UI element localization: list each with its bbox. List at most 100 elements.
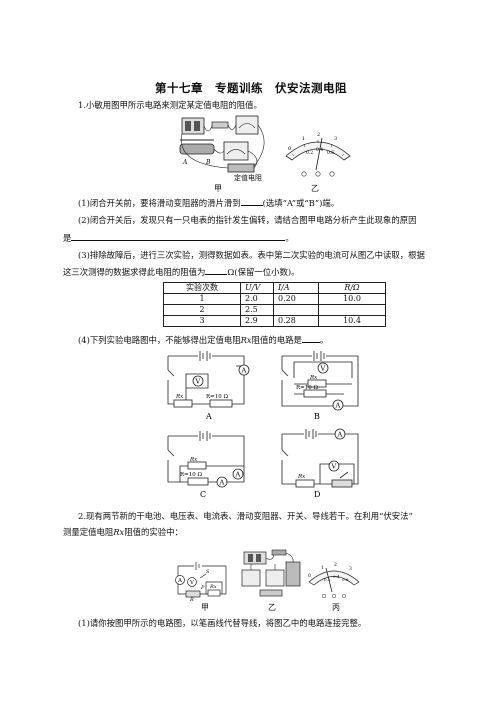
battery-cell — [185, 121, 191, 131]
battery-cell — [194, 121, 200, 131]
q1-figure-jia: A B — [179, 115, 265, 173]
scale-label: 2 — [317, 132, 320, 138]
q2-fig-yi-caption: 乙 — [268, 603, 276, 612]
r-resistor — [209, 399, 233, 408]
voltmeter-symbol — [317, 362, 329, 374]
figure-label: P — [200, 585, 205, 591]
circuit-label: V — [320, 365, 326, 373]
scale-label: 0 — [288, 146, 291, 152]
voltmeter-symbol — [187, 577, 197, 587]
scale-label: 0.4 — [333, 574, 340, 579]
answer-blank[interactable] — [71, 231, 286, 241]
q1-resistor-label: 定值电阻 — [234, 174, 262, 182]
answer-blank[interactable] — [205, 265, 228, 275]
terminal — [315, 171, 321, 177]
meter-scale-arc — [285, 141, 351, 161]
fixed-resistor — [259, 589, 283, 597]
circuit-label: R=10 Ω — [206, 394, 228, 400]
terminal — [341, 593, 347, 599]
q2-stem-line1: 2.现有两节新的干电池、电压表、电流表、滑动变阻器、开关、导线若干。在利用“伏安… — [78, 511, 413, 521]
q1-fig-jia-caption: 甲 — [214, 184, 222, 193]
circuit-caption: B — [314, 412, 320, 421]
circuit-label: Rx — [297, 474, 306, 480]
rx-resistor — [187, 461, 207, 470]
terminal — [301, 171, 307, 177]
rheostat-symbol — [185, 590, 201, 598]
voltmeter — [235, 115, 259, 135]
q2-part1: (1)请你按图甲所示的电路图，以笔画线代替导线，将图乙中的电路连接完整。 — [78, 618, 367, 628]
q1-part2-text: 是 — [63, 233, 72, 243]
ammeter-symbol — [216, 476, 228, 488]
label-a: A — [182, 159, 188, 166]
circuit-label: A — [219, 479, 225, 487]
table-header: R/Ω — [318, 282, 386, 294]
terminal — [329, 171, 335, 177]
ammeter-symbol — [334, 428, 346, 440]
scale-label: 1 — [321, 565, 324, 571]
table-cell: 2 — [163, 304, 241, 316]
scale-label: 0.2 — [324, 577, 331, 582]
answer-blank[interactable] — [301, 333, 320, 343]
scale-label: 0.6 — [342, 577, 349, 582]
circuit-label: V — [195, 378, 201, 386]
table-header: I/A — [273, 282, 319, 294]
q2-fig-jia-caption: 甲 — [201, 603, 209, 612]
r-resistor — [187, 477, 209, 486]
circuit-label: A — [241, 367, 247, 375]
switch — [211, 121, 229, 129]
q2-stem-text-end: 阻值的实验中： — [124, 527, 183, 537]
q1-stem: 1.小敏用图甲所示电路来测定某定值电阻的阻值。 — [78, 100, 262, 110]
q2-figure-yi — [241, 549, 301, 597]
table-cell: 2.0 — [240, 293, 274, 305]
circuit-label: V — [331, 463, 337, 471]
ammeter-symbol — [175, 575, 185, 585]
circuit-label: Rx — [309, 375, 318, 381]
circuit-caption: C — [200, 490, 206, 499]
scale-label: 0.2 — [306, 150, 313, 156]
table-cell[interactable] — [273, 304, 319, 316]
ammeter — [241, 569, 261, 587]
rx-resistor — [207, 589, 221, 597]
q1-part1-text-end: (选填“A”或“B”)端。 — [262, 198, 340, 208]
q1-part3-text: 这三次测得的数据求得此电阻的阻值为 — [63, 267, 206, 277]
q1-part4: (4)下列实验电路图中，不能够得出定值电阻Rx阻值的电路是。 — [78, 333, 328, 346]
q1-part4-text-mid: 阻值的电路是 — [251, 335, 302, 345]
q2-stem-line2: 测量定值电阻Rx阻值的实验中： — [63, 526, 183, 538]
ammeter-symbol — [238, 364, 250, 376]
terminal — [321, 593, 327, 599]
q2-figure-bing: 0 1 2 3 0.2 0.4 0.6 — [308, 562, 360, 599]
table-cell: 0.20 — [273, 293, 319, 305]
voltmeter-symbol — [328, 460, 340, 472]
table-header-row: 实验次数 U/V I/A R/Ω — [163, 282, 386, 294]
terminal — [331, 593, 337, 599]
voltmeter — [265, 569, 285, 587]
meter-scale-arc — [308, 570, 360, 586]
table-row: 1 2.0 0.20 10.0 — [163, 293, 386, 305]
q2-figure-jia: A V S P Rx R — [175, 562, 227, 602]
figure-label: V — [189, 580, 195, 586]
table-cell: 10.4 — [318, 315, 386, 327]
circuit-label: Rx — [175, 394, 184, 400]
rx-resistor — [307, 379, 327, 388]
rheostat-symbol — [331, 479, 353, 488]
figure-label: A — [177, 578, 183, 584]
rx-resistor — [173, 399, 193, 408]
circuit-c: A A Rx R=10 Ω C — [167, 431, 245, 499]
table-cell[interactable] — [318, 304, 386, 316]
figure-label: S — [206, 569, 210, 575]
circuit-label: R=10 Ω — [296, 385, 318, 391]
answer-blank[interactable] — [240, 196, 263, 206]
rx-symbol: Rx — [240, 335, 252, 345]
q1-part2-end: 。 — [285, 233, 294, 243]
q2-stem-text: 测量定值电阻 — [63, 527, 114, 537]
table-row: 2 2.5 — [163, 304, 386, 316]
table-row: 3 2.9 0.28 10.4 — [163, 315, 386, 327]
ammeter — [223, 141, 249, 161]
scale-label: 0.6 — [327, 150, 334, 156]
circuit-caption: D — [314, 490, 320, 499]
voltmeter-symbol — [192, 375, 204, 387]
ammeter-symbol — [332, 399, 344, 411]
q1-part3-line1: (3)排除故障后，进行三次实验，测得数据如表。表中第二次实验的电流可从图乙中读取… — [78, 250, 425, 260]
label-b: B — [205, 159, 211, 166]
